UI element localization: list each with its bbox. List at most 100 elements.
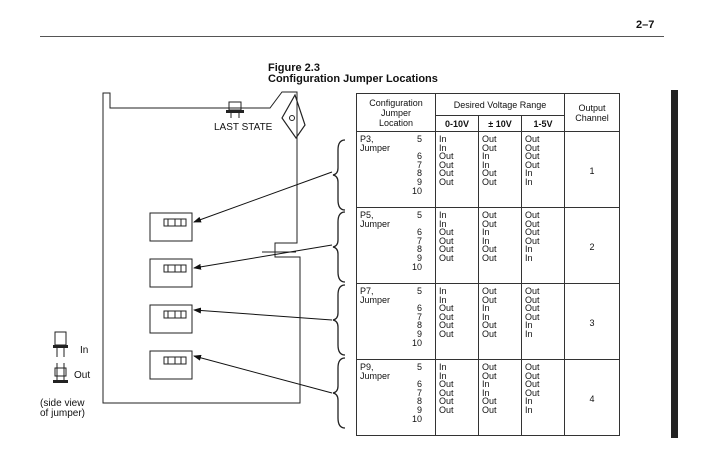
jumper-location-label bbox=[360, 161, 406, 170]
header-rule bbox=[40, 36, 664, 37]
jumper-setting: In bbox=[482, 303, 490, 314]
legend-caption-2: of jumper) bbox=[40, 408, 86, 419]
jumper-setting: Out bbox=[482, 210, 497, 220]
jumper-number: 8 bbox=[416, 244, 422, 255]
header-config-line2: Jumper bbox=[380, 107, 411, 118]
jumper-setting: Out bbox=[439, 303, 454, 314]
jumper-setting: Out bbox=[439, 396, 454, 407]
jumper-location-label: P5, Jumper bbox=[360, 210, 391, 229]
jumper-setting: In bbox=[439, 294, 447, 305]
jumper-location-label bbox=[360, 415, 406, 424]
last-state-label: LAST STATE bbox=[214, 122, 273, 133]
jumper-setting: Out bbox=[525, 387, 540, 398]
jumper-setting: Out bbox=[439, 159, 454, 170]
jumper-number: 9 bbox=[416, 176, 422, 187]
jumper-setting: In bbox=[525, 328, 533, 339]
output-channel-cell: 1 bbox=[564, 131, 620, 208]
jumper-setting: In bbox=[525, 396, 533, 407]
jumper-setting: Out bbox=[525, 227, 540, 238]
jumper-setting: Out bbox=[439, 387, 454, 398]
jumper-setting: In bbox=[482, 311, 490, 322]
jumper-setting: Out bbox=[525, 134, 540, 144]
jumper-location-label bbox=[360, 263, 406, 272]
jumper-block-p9 bbox=[149, 350, 193, 380]
jumper-number: 7 bbox=[416, 235, 422, 246]
jumper-setting: Out bbox=[525, 379, 540, 390]
jumper-setting: In bbox=[482, 387, 490, 398]
header-config: Configuration Jumper Location bbox=[356, 93, 436, 132]
jumper-number: 9 bbox=[416, 252, 422, 263]
jumper-setting: In bbox=[439, 370, 447, 381]
jumper-setting: Out bbox=[482, 294, 497, 305]
jumper-table: Configuration Jumper Location Desired Vo… bbox=[356, 93, 620, 436]
jumper-setting: Out bbox=[525, 311, 540, 322]
header-output-line1: Output bbox=[578, 102, 606, 113]
jumper-setting: Out bbox=[482, 396, 497, 407]
legend-out-label: Out bbox=[74, 370, 91, 381]
jumper-block-p5 bbox=[149, 258, 193, 288]
output-channel-cell: 4 bbox=[564, 359, 620, 436]
jumper-location-label bbox=[360, 169, 406, 178]
jumper-setting: In bbox=[525, 244, 533, 255]
jumper-number: 7 bbox=[416, 387, 422, 398]
arrow-p9 bbox=[193, 354, 333, 394]
figure-title: Configuration Jumper Locations bbox=[268, 73, 438, 85]
jumper-setting: Out bbox=[482, 176, 497, 187]
jumper-setting: Out bbox=[482, 244, 497, 255]
jumper-number: 5 bbox=[416, 210, 422, 220]
jumper-number: 6 bbox=[416, 151, 422, 162]
jumper-setting: Out bbox=[525, 303, 540, 314]
jumper-location-label bbox=[360, 187, 406, 196]
brace-p3 bbox=[332, 139, 346, 211]
jumper-block-p3 bbox=[149, 212, 193, 242]
jumper-number: 6 bbox=[416, 227, 422, 238]
last-state-jumper-icon bbox=[226, 101, 244, 118]
jumper-setting: Out bbox=[525, 362, 540, 372]
jumper-setting: Out bbox=[482, 320, 497, 331]
brace-p9 bbox=[332, 357, 346, 429]
header-range-0-10: 0-10V bbox=[435, 115, 479, 132]
jumper-location-label bbox=[360, 339, 406, 348]
jumper-setting: Out bbox=[525, 159, 540, 170]
jumper-setting: In bbox=[439, 362, 447, 372]
jumper-setting: Out bbox=[439, 328, 454, 339]
jumper-setting: Out bbox=[525, 142, 540, 153]
jumper-setting: In bbox=[439, 210, 447, 220]
jumper-setting: In bbox=[525, 320, 533, 331]
jumper-number: 5 bbox=[416, 286, 422, 296]
brace-p7 bbox=[332, 284, 346, 356]
jumper-location-label bbox=[360, 245, 406, 254]
jumper-setting: Out bbox=[439, 244, 454, 255]
jumper-setting: In bbox=[525, 252, 533, 263]
jumper-number: 8 bbox=[416, 320, 422, 331]
header-output-line2: Channel bbox=[575, 112, 609, 123]
jumper-setting: Out bbox=[439, 235, 454, 246]
jumper-number: 7 bbox=[416, 311, 422, 322]
jumper-setting: Out bbox=[525, 286, 540, 296]
jumper-number: 10 bbox=[411, 185, 422, 196]
jumper-location-label bbox=[360, 406, 406, 415]
jumper-setting: In bbox=[439, 218, 447, 229]
jumper-in-icon bbox=[53, 331, 68, 357]
jumper-location-label bbox=[360, 237, 406, 246]
header-range-1-5: 1-5V bbox=[521, 115, 565, 132]
legend-in-label: In bbox=[80, 345, 89, 356]
jumper-location-label: P3, Jumper bbox=[360, 134, 391, 153]
output-channel-cell: 2 bbox=[564, 207, 620, 284]
jumper-location-label bbox=[360, 228, 406, 237]
jumper-setting: Out bbox=[482, 328, 497, 339]
jumper-setting: Out bbox=[439, 320, 454, 331]
jumper-setting: Out bbox=[482, 404, 497, 415]
jumper-setting: Out bbox=[439, 252, 454, 263]
